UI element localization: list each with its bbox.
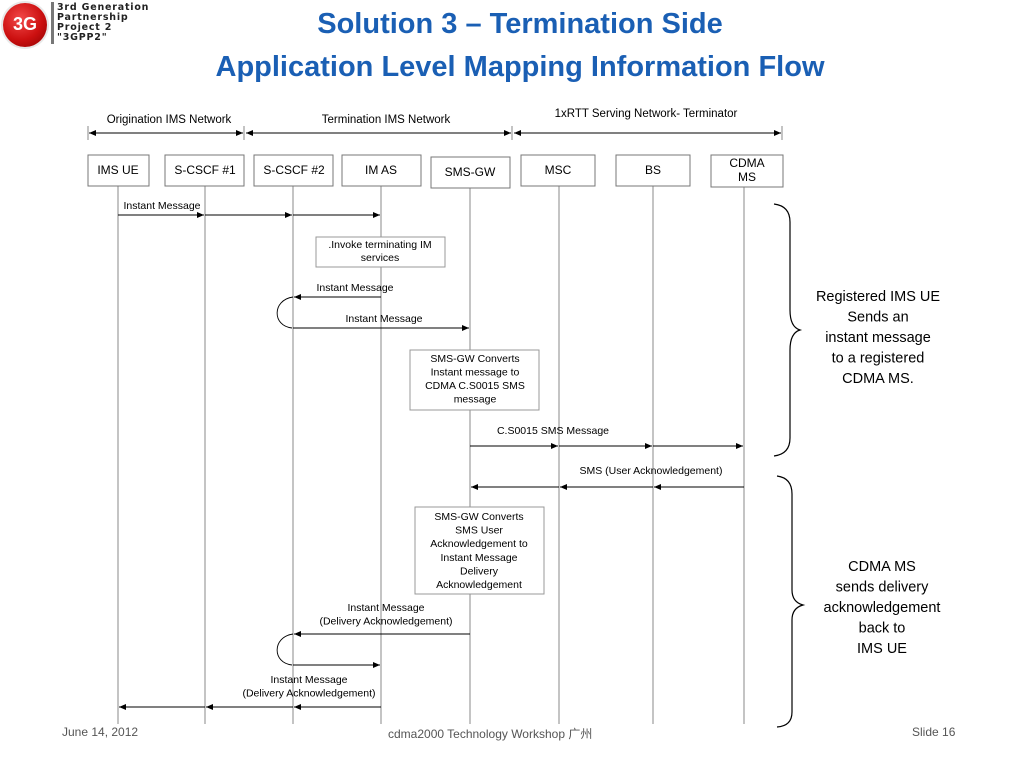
- msg-delivery-ack-2-label: Instant Message(Delivery Acknowledgement…: [242, 674, 375, 700]
- logo-line-4: "3GPP2": [57, 32, 108, 43]
- msg-instant-message-1-label: Instant Message: [123, 200, 200, 212]
- logo-line-2: Partnership: [57, 12, 129, 23]
- loop-arrow: [276, 296, 294, 329]
- footer-slide-number: Slide 16: [912, 725, 956, 739]
- entity-msc: [520, 154, 596, 187]
- logo-line-3: Project 2: [57, 22, 113, 33]
- brace-registered-ims-ue: [773, 203, 803, 457]
- footer-date: June 14, 2012: [62, 725, 139, 739]
- entity-s-cscf-1-label: S-CSCF #1: [174, 163, 236, 177]
- loop-arrow: [276, 633, 294, 666]
- origination-network-label: Origination IMS Network: [107, 114, 232, 126]
- entity-s-cscf-2: [253, 154, 334, 187]
- msg-delivery-ack-1-label: Instant Message(Delivery Acknowledgement…: [319, 602, 452, 628]
- entity-im-as: [341, 154, 422, 187]
- entity-cdma-ms: [710, 154, 784, 188]
- note-sms-gw-converts-im: [409, 349, 540, 411]
- rtt-network-label: 1xRTT Serving Network- Terminator: [555, 108, 738, 120]
- entity-s-cscf-2-label: S-CSCF #2: [263, 163, 325, 177]
- logo-divider: [51, 2, 54, 44]
- entity-sms-gw-label: SMS-GW: [445, 165, 496, 179]
- footer-event: cdma2000 Technology Workshop 广州: [388, 727, 593, 741]
- entity-bs: [615, 154, 691, 187]
- brace-cdma-ms-delivery: [776, 475, 806, 728]
- entity-ims-ue-label: IMS UE: [97, 163, 138, 177]
- termination-network-label: Termination IMS Network: [322, 114, 451, 126]
- entity-sms-gw: [430, 156, 511, 189]
- entity-msc-label: MSC: [545, 163, 572, 177]
- slide-title-line-1: Solution 3 – Termination Side: [317, 8, 723, 40]
- logo-mark: 3G: [12, 14, 37, 34]
- entity-s-cscf-1: [164, 154, 245, 187]
- msg-sms-user-ack-label: SMS (User Acknowledgement): [580, 465, 723, 477]
- logo-line-1: 3rd Generation: [57, 2, 150, 13]
- note-invoke-im-services: [315, 236, 446, 268]
- msg-instant-message-2-label: Instant Message: [316, 282, 393, 294]
- msg-instant-message-3-label: Instant Message: [345, 313, 422, 325]
- entity-ims-ue: [87, 154, 150, 187]
- entity-bs-label: BS: [645, 163, 661, 177]
- slide-title-line-2: Application Level Mapping Information Fl…: [215, 51, 825, 83]
- entity-im-as-label: IM AS: [365, 163, 397, 177]
- 3gpp2-logo-circle: [3, 3, 47, 47]
- msg-cs0015-label: C.S0015 SMS Message: [497, 425, 609, 437]
- note-sms-gw-converts-ack: [414, 506, 545, 595]
